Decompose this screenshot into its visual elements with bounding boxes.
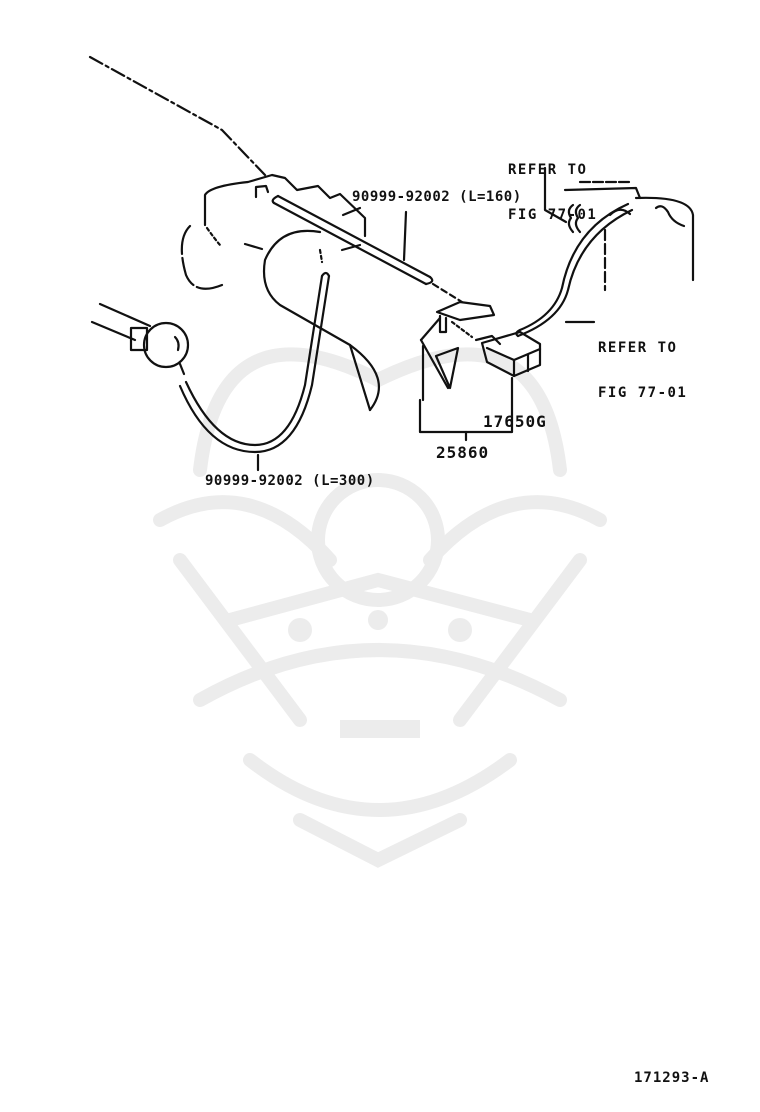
callout-bracket: 25860 — [436, 443, 490, 462]
callout-hose-lower: 90999-92002 (L=300) — [205, 473, 375, 489]
refer-note-top-line2: FIG 77-01 — [508, 207, 598, 223]
figure-code: 171293-A — [634, 1070, 710, 1086]
refer-note-top-line1: REFER TO — [508, 162, 588, 178]
callout-vsv: 17650G — [483, 412, 547, 431]
refer-note-right: REFER TO FIG 77-01 — [598, 311, 687, 431]
refer-note-right-line2: FIG 77-01 — [598, 385, 688, 401]
refer-note-top: REFER TO FIG 77-01 — [508, 133, 597, 253]
refer-note-right-line1: REFER TO — [598, 340, 678, 356]
callout-hose-upper: 90999-92002 (L=160) — [352, 189, 522, 205]
